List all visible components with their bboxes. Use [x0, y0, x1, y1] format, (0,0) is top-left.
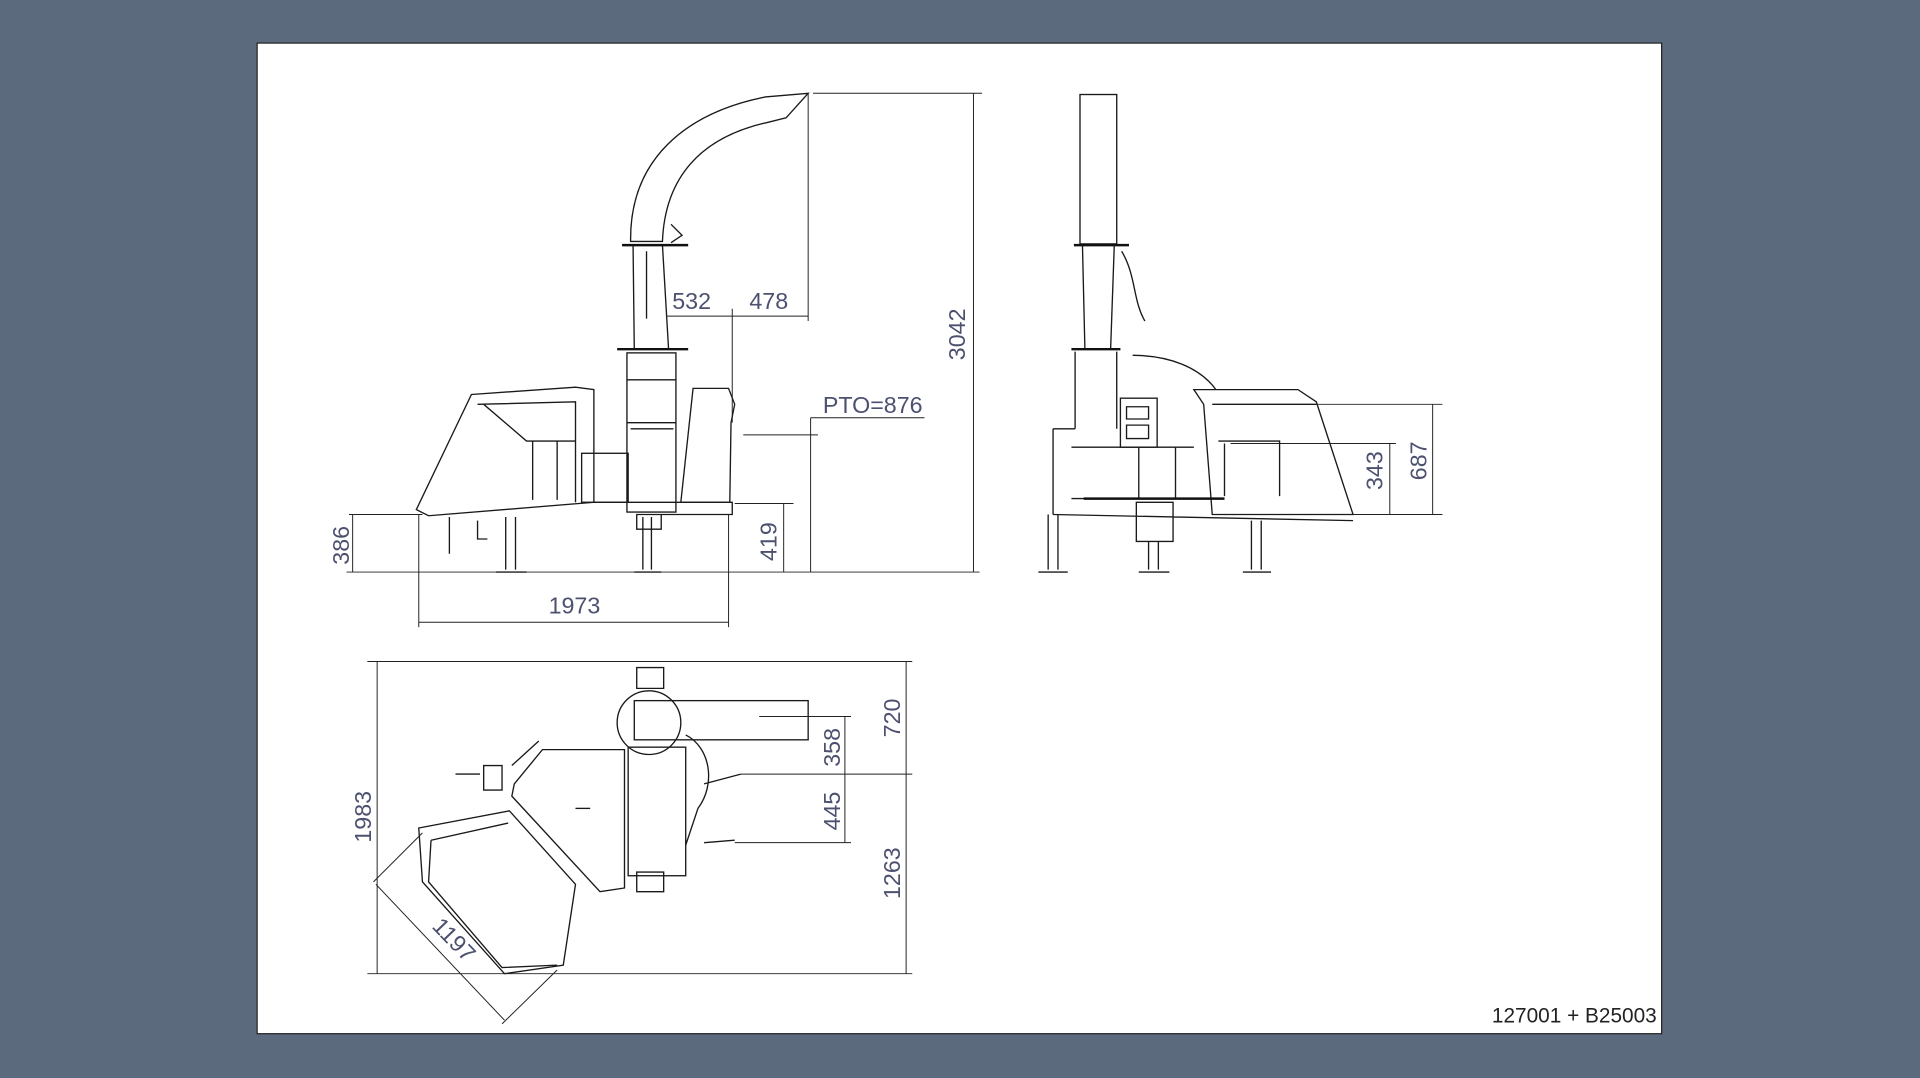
dim-hopper-opening-height: 687 — [1406, 441, 1432, 480]
dim-front-width: 720 — [879, 699, 905, 738]
dim-hitch-height: 419 — [755, 522, 781, 561]
fan-housing — [616, 690, 682, 756]
hopper-top — [418, 810, 577, 975]
support-legs — [1038, 514, 1272, 573]
spout-top — [633, 699, 809, 741]
dim-total-width: 1983 — [350, 791, 376, 843]
dim-spout-to-center: 358 — [819, 728, 845, 767]
dim-hopper-height: 386 — [328, 526, 354, 565]
front-view-dimensions: 687 343 — [1230, 403, 1443, 515]
hopper-throat — [511, 748, 626, 893]
top-view — [418, 666, 809, 975]
dim-pto-height: PTO=876 — [823, 392, 923, 418]
dim-spout-offset-b: 478 — [749, 288, 788, 314]
drawing-reference-number: 127001 + B25003 — [1492, 1005, 1657, 1028]
chipper-housing — [626, 352, 677, 513]
dim-rear-width: 1263 — [879, 847, 905, 899]
side-view-dimensions: 3042 532 478 PTO=876 419 386 1973 — [328, 92, 983, 628]
dim-length: 1973 — [549, 593, 601, 619]
chipper-body-top — [627, 746, 687, 877]
dim-total-height: 3042 — [944, 308, 970, 360]
dim-spout-offset-a: 532 — [672, 288, 711, 314]
drawing-sheet — [256, 42, 1663, 1035]
spout-pipe — [632, 245, 670, 350]
dim-throat-height: 343 — [1361, 451, 1387, 490]
dim-center-to-hitch: 445 — [819, 792, 845, 831]
